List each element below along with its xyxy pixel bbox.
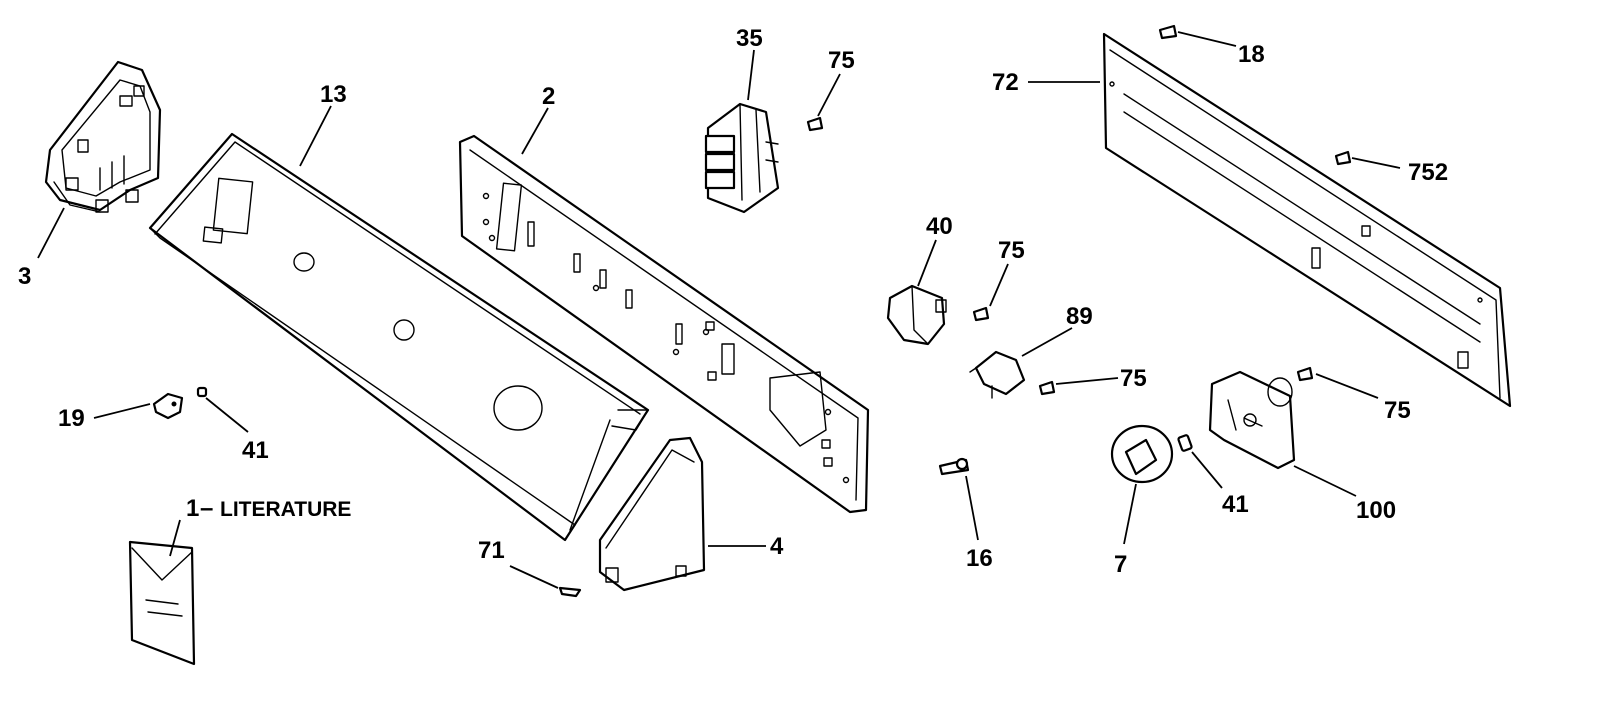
part-72-back-panel (1102, 32, 1512, 408)
label-18: 18 (1238, 41, 1265, 68)
callout-labels: 3 13 2 35 75 72 18 752 40 75 89 75 75 19… (18, 25, 1448, 578)
label-3: 3 (18, 263, 31, 290)
label-752: 752 (1408, 159, 1448, 186)
label-2: 2 (542, 83, 555, 110)
label-41-left: 41 (242, 437, 269, 464)
part-13-console-panel (148, 132, 650, 542)
label-40: 40 (926, 213, 953, 240)
label-75-right: 75 (1384, 397, 1411, 424)
part-75-screw-c (1038, 380, 1056, 396)
label-100: 100 (1356, 497, 1396, 524)
part-100-timer (1208, 370, 1296, 470)
part-89-switch (969, 350, 1026, 399)
label-72: 72 (992, 69, 1019, 96)
part-3-left-end-cap (44, 60, 162, 213)
part-752-screw (1334, 150, 1352, 166)
part-41-spring-right (1177, 434, 1193, 452)
label-75-lower: 75 (1120, 365, 1147, 392)
label-35: 35 (736, 25, 763, 52)
label-16: 16 (966, 545, 993, 572)
part-40-switch (886, 284, 947, 346)
label-7: 7 (1114, 551, 1127, 578)
leader-lines (37, 31, 1401, 589)
part-4-right-end-cap (598, 436, 706, 592)
part-75-screw-d (1296, 366, 1314, 382)
label-75-mid: 75 (998, 237, 1025, 264)
part-18-screw (1158, 24, 1178, 40)
label-71: 71 (478, 537, 505, 564)
part-16-pin (938, 457, 970, 476)
part-19-knob (152, 392, 184, 420)
label-19: 19 (58, 405, 85, 432)
label-75-top: 75 (828, 47, 855, 74)
label-89: 89 (1066, 303, 1093, 330)
label-1-dash: – (200, 495, 213, 522)
label-4: 4 (770, 533, 784, 560)
part-7-knob (1110, 424, 1174, 484)
label-1: 1 (186, 495, 199, 522)
label-13: 13 (320, 81, 347, 108)
label-41-right: 41 (1222, 491, 1249, 518)
label-literature: LITERATURE (220, 498, 351, 521)
part-41-spring-left (196, 386, 208, 398)
part-2-control-panel (458, 134, 870, 514)
part-71-screw (558, 586, 582, 598)
part-75-screw-b (972, 306, 990, 322)
part-1-literature-packet (128, 540, 196, 666)
part-35-switch-assembly (704, 102, 780, 214)
part-75-screw-a (806, 116, 824, 132)
